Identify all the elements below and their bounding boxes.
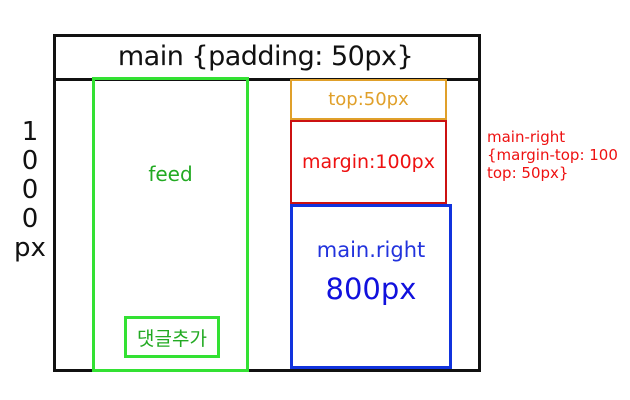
- main-container: [53, 34, 481, 372]
- main-right-label: main.right: [316, 238, 426, 262]
- height-label: 1 0 0 0 px: [12, 118, 48, 263]
- note-line: main-right: [487, 128, 566, 146]
- height-char: 0: [21, 204, 39, 234]
- feed-box: [92, 77, 249, 372]
- top-offset-box: top:50px: [290, 79, 447, 120]
- height-char: 0: [21, 146, 39, 176]
- css-note: main-right {margin-top: 100 top: 50px}: [487, 128, 630, 182]
- height-char: 1: [21, 117, 39, 147]
- main-right-size: 800px: [325, 272, 417, 306]
- add-comment-button[interactable]: 댓글추가: [124, 316, 220, 358]
- height-unit: px: [14, 233, 46, 263]
- note-line: {margin-top: 100: [487, 146, 618, 164]
- margin-box: margin:100px: [290, 120, 447, 205]
- feed-label: feed: [148, 162, 193, 186]
- height-char: 0: [21, 175, 39, 205]
- main-title: main {padding: 50px}: [53, 34, 478, 81]
- note-line: top: 50px}: [487, 164, 569, 182]
- main-right-box: [290, 204, 452, 369]
